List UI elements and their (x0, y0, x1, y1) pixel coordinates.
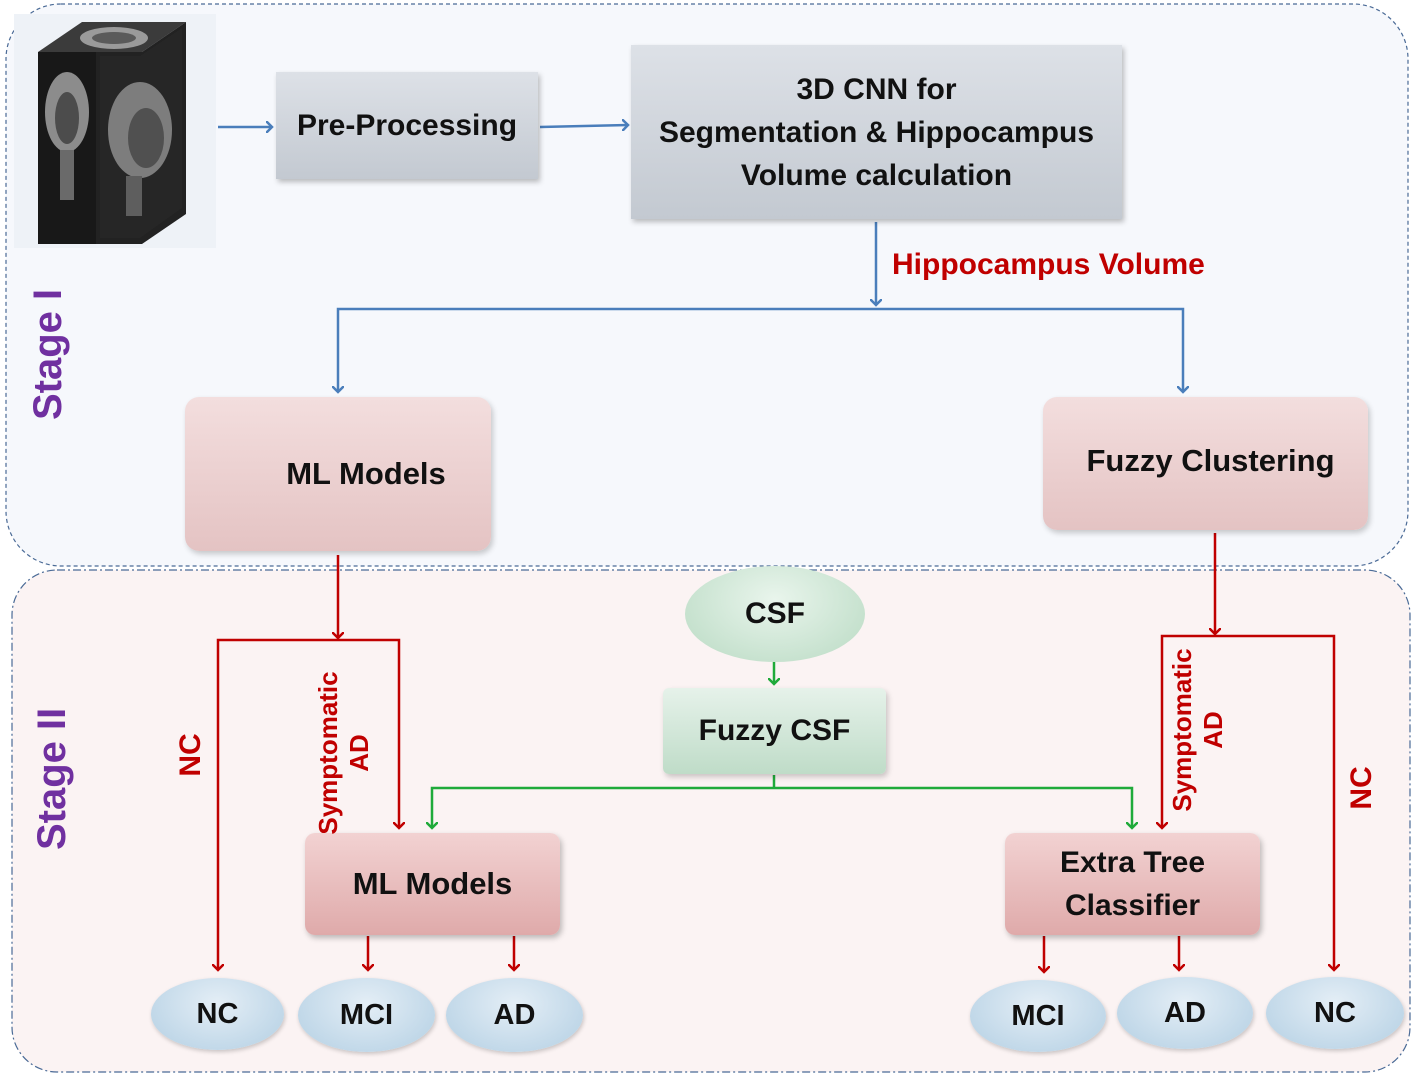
preprocessing-label: Pre-Processing (296, 108, 518, 142)
symptomatic-ad-right-label: Symptomatic AD (1167, 640, 1233, 820)
arrow-preprocessing-to-cnn (539, 125, 628, 127)
stage2-label: Stage II (30, 707, 74, 850)
arrow-fuzzy-csf-to-extra-tree (774, 786, 1132, 828)
symptomatic-left-line2: AD (344, 734, 374, 772)
output-mci-left: MCI (298, 978, 435, 1052)
output-ad-right-label: AD (1164, 996, 1206, 1029)
stage2-region (11, 569, 1411, 1073)
ml-models-stage1-label: ML Models (286, 456, 446, 491)
preprocessing-node: Pre-Processing (276, 72, 538, 179)
csf-label: CSF (745, 597, 805, 630)
output-ad-left: AD (446, 978, 583, 1052)
cnn-label-line2: Segmentation & Hippocampus (658, 115, 1095, 149)
fuzzy-csf-node: Fuzzy CSF (663, 688, 886, 774)
arrow-fuzzy-csf-to-ml2 (432, 786, 774, 828)
output-nc-right: NC (1266, 977, 1404, 1049)
arrow-right-ad-branch (1162, 634, 1215, 828)
cnn-label-line3: Volume calculation (740, 158, 1013, 192)
output-mci-right: MCI (970, 980, 1106, 1052)
arrow-left-ad-branch (338, 638, 399, 828)
ml-models-node-stage1: ML Models (185, 397, 491, 551)
symptomatic-left-line1: Symptomatic (313, 671, 343, 835)
cnn-node: 3D CNN for Segmentation & Hippocampus Vo… (631, 45, 1122, 219)
arrow-right-nc-branch (1215, 634, 1334, 970)
extra-tree-label-line2: Classifier (1064, 889, 1201, 922)
ml-models-stage2-label: ML Models (352, 866, 513, 901)
csf-node: CSF (685, 566, 865, 662)
symptomatic-right-line1: Symptomatic (1167, 648, 1197, 812)
nc-right-label: NC (1345, 766, 1378, 810)
cnn-label-line1: 3D CNN for (796, 72, 957, 106)
symptomatic-right-line2: AD (1198, 711, 1228, 749)
fuzzy-clustering-node: Fuzzy Clustering (1043, 397, 1368, 530)
output-nc-left: NC (151, 978, 284, 1050)
arrow-left-nc-branch (218, 638, 338, 970)
output-nc-left-label: NC (196, 997, 239, 1030)
nc-left-label: NC (174, 733, 207, 777)
extra-tree-label-line1: Extra Tree (1059, 846, 1206, 879)
output-mci-right-label: MCI (1011, 999, 1065, 1032)
extra-tree-classifier-node: Extra Tree Classifier (1005, 833, 1260, 935)
arrow-split-to-ml-models (338, 307, 876, 392)
output-mci-left-label: MCI (339, 998, 394, 1031)
output-nc-right-label: NC (1314, 996, 1356, 1029)
arrow-split-to-fuzzy-clustering (876, 307, 1183, 392)
ml-models-node-stage2: ML Models (305, 833, 560, 935)
hippocampus-volume-label: Hippocampus Volume (892, 248, 1205, 281)
output-ad-right: AD (1117, 977, 1253, 1049)
fuzzy-csf-label: Fuzzy CSF (698, 714, 851, 747)
symptomatic-ad-left-label: Symptomatic AD (313, 663, 379, 843)
brain-mri-cube-icon (14, 14, 216, 248)
output-ad-left-label: AD (493, 998, 536, 1031)
stage1-label: Stage I (26, 288, 70, 420)
fuzzy-clustering-label: Fuzzy Clustering (1086, 442, 1335, 478)
